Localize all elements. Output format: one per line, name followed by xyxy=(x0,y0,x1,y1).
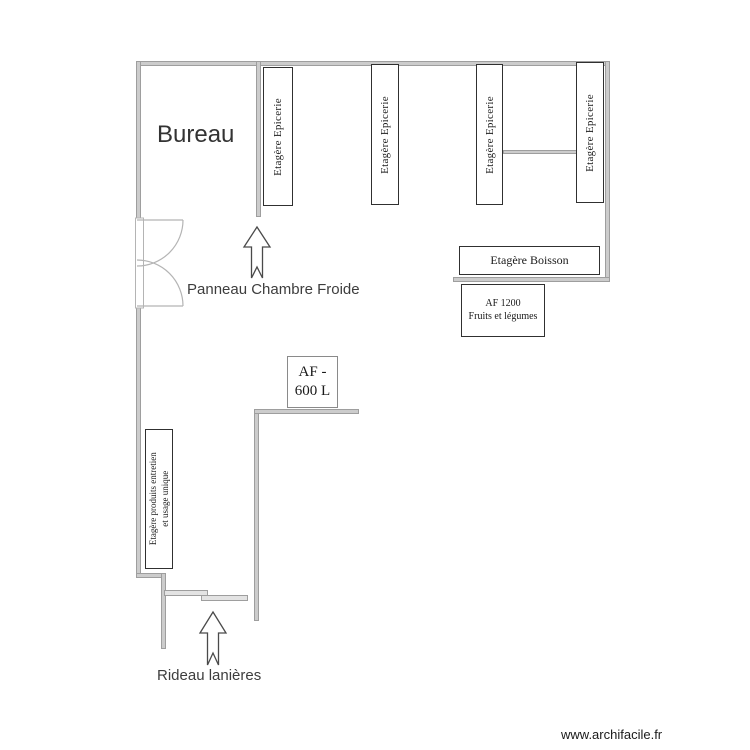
room-label-bureau[interactable]: Bureau xyxy=(157,121,235,148)
shelf-boisson-label: Etagère Boisson xyxy=(490,253,569,267)
shelf-epicerie-4[interactable]: Etagère Epicerie xyxy=(576,62,604,203)
wall-right[interactable] xyxy=(605,61,610,282)
shelf-boisson[interactable]: Etagère Boisson xyxy=(459,246,600,275)
shelf-epicerie-1[interactable]: Etagère Epicerie xyxy=(263,67,293,206)
shelf-epicerie-3-label: Etagère Epicerie xyxy=(483,95,496,174)
shelf-epicerie-4-label: Etagère Epicerie xyxy=(584,93,596,172)
strip-curtain-door-panel-1[interactable] xyxy=(164,590,208,596)
shelf-produits-label-line1: Etagère produits entretien xyxy=(147,452,158,546)
double-swing-door-icon[interactable] xyxy=(134,216,186,310)
wall-left-lower[interactable] xyxy=(136,306,141,578)
shelf-produits-label-line2: et usage unique xyxy=(159,471,169,527)
shelf-epicerie-1-label: Etagère Epicerie xyxy=(272,97,284,176)
up-arrow-icon-rideau[interactable] xyxy=(196,610,230,667)
shelf-epicerie-2[interactable]: Etagère Epicerie xyxy=(371,64,399,205)
af600-unit[interactable]: AF - 600 L xyxy=(287,356,338,408)
wall-shelf-connector[interactable] xyxy=(503,150,577,154)
af1200-fruits-legumes[interactable]: AF 1200 Fruits et légumes xyxy=(461,284,545,337)
shelf-epicerie-2-label: Etagère Epicerie xyxy=(379,95,391,174)
af600-label-line2: 600 L xyxy=(294,383,331,399)
annotation-rideau-lanieres[interactable]: Rideau lanières xyxy=(157,667,262,684)
up-arrow-icon-panneau[interactable] xyxy=(240,225,274,280)
af1200-label-line2: Fruits et légumes xyxy=(468,310,538,322)
af600-label-line1: AF - xyxy=(298,364,327,381)
shelf-produits-entretien[interactable]: Etagère produits entretien et usage uniq… xyxy=(145,429,173,569)
wall-af600[interactable] xyxy=(254,409,359,414)
wall-entry-left[interactable] xyxy=(161,573,166,649)
wall-bureau-right[interactable] xyxy=(256,61,261,217)
wall-left-upper[interactable] xyxy=(136,61,141,219)
wall-right-section-bottom[interactable] xyxy=(453,277,610,282)
watermark-archifacile: www.archifacile.fr xyxy=(561,727,663,742)
af1200-label-line1: AF 1200 xyxy=(485,298,521,309)
wall-entry-right[interactable] xyxy=(254,409,259,621)
shelf-epicerie-3[interactable]: Etagère Epicerie xyxy=(476,64,503,205)
annotation-panneau-chambre-froide[interactable]: Panneau Chambre Froide xyxy=(187,281,360,298)
strip-curtain-door-panel-2[interactable] xyxy=(201,595,248,601)
